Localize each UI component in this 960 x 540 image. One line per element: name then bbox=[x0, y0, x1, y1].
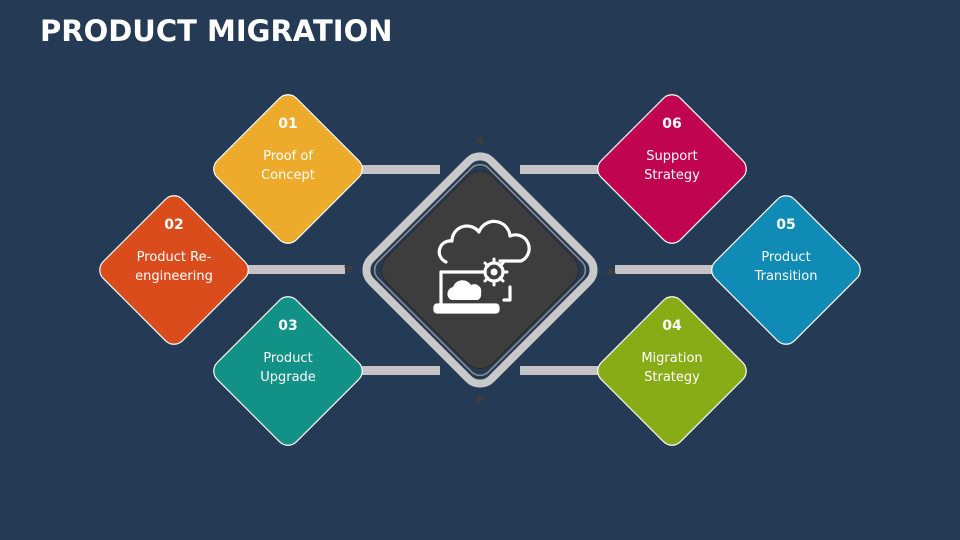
diamond-06 bbox=[597, 94, 747, 244]
center-diamond bbox=[380, 170, 580, 370]
cloud-laptop-gear-icon bbox=[433, 219, 531, 314]
diamond-05 bbox=[711, 195, 861, 345]
page-title: PRODUCT MIGRATION bbox=[40, 14, 393, 48]
step-01: 01 Proof of Concept bbox=[228, 104, 348, 224]
arrow-bottom-icon bbox=[477, 394, 485, 404]
step-05: 05 Product Transition bbox=[726, 205, 846, 325]
connector-04 bbox=[520, 366, 610, 375]
diamond-04 bbox=[597, 296, 747, 446]
step-diamonds bbox=[99, 94, 861, 446]
step-number: 06 bbox=[662, 116, 682, 132]
step-label: Product Re-engineering bbox=[135, 250, 213, 284]
arrow-top-icon bbox=[475, 136, 483, 146]
step-number: 05 bbox=[776, 217, 796, 233]
arrow-left-icon bbox=[344, 266, 354, 274]
step-number: 02 bbox=[164, 217, 184, 233]
step-number: 01 bbox=[278, 116, 298, 132]
connector-06 bbox=[520, 165, 610, 174]
step-number: 03 bbox=[278, 318, 298, 334]
step-number: 04 bbox=[662, 318, 682, 334]
step-06: 06 Support Strategy bbox=[612, 104, 732, 224]
diamond-03 bbox=[213, 296, 363, 446]
step-label: Product Transition bbox=[754, 250, 818, 284]
connector-01 bbox=[350, 165, 440, 174]
connector-02 bbox=[245, 265, 345, 274]
cycle-arrows bbox=[344, 136, 616, 404]
connector-05 bbox=[615, 265, 715, 274]
step-04: 04 Migration Strategy bbox=[612, 306, 732, 426]
diamond-02 bbox=[99, 195, 249, 345]
step-label: Migration Strategy bbox=[641, 351, 703, 385]
step-label: Product Upgrade bbox=[260, 351, 316, 385]
connector-03 bbox=[350, 366, 440, 375]
outer-ring bbox=[362, 152, 598, 388]
step-label: Proof of Concept bbox=[261, 149, 315, 183]
step-02: 02 Product Re-engineering bbox=[114, 205, 234, 325]
connectors bbox=[245, 165, 715, 375]
outer-ring-inner-line bbox=[373, 163, 587, 377]
step-03: 03 Product Upgrade bbox=[228, 306, 348, 426]
diamond-01 bbox=[213, 94, 363, 244]
step-label: Support Strategy bbox=[644, 149, 700, 183]
arrow-right-icon bbox=[606, 266, 616, 274]
